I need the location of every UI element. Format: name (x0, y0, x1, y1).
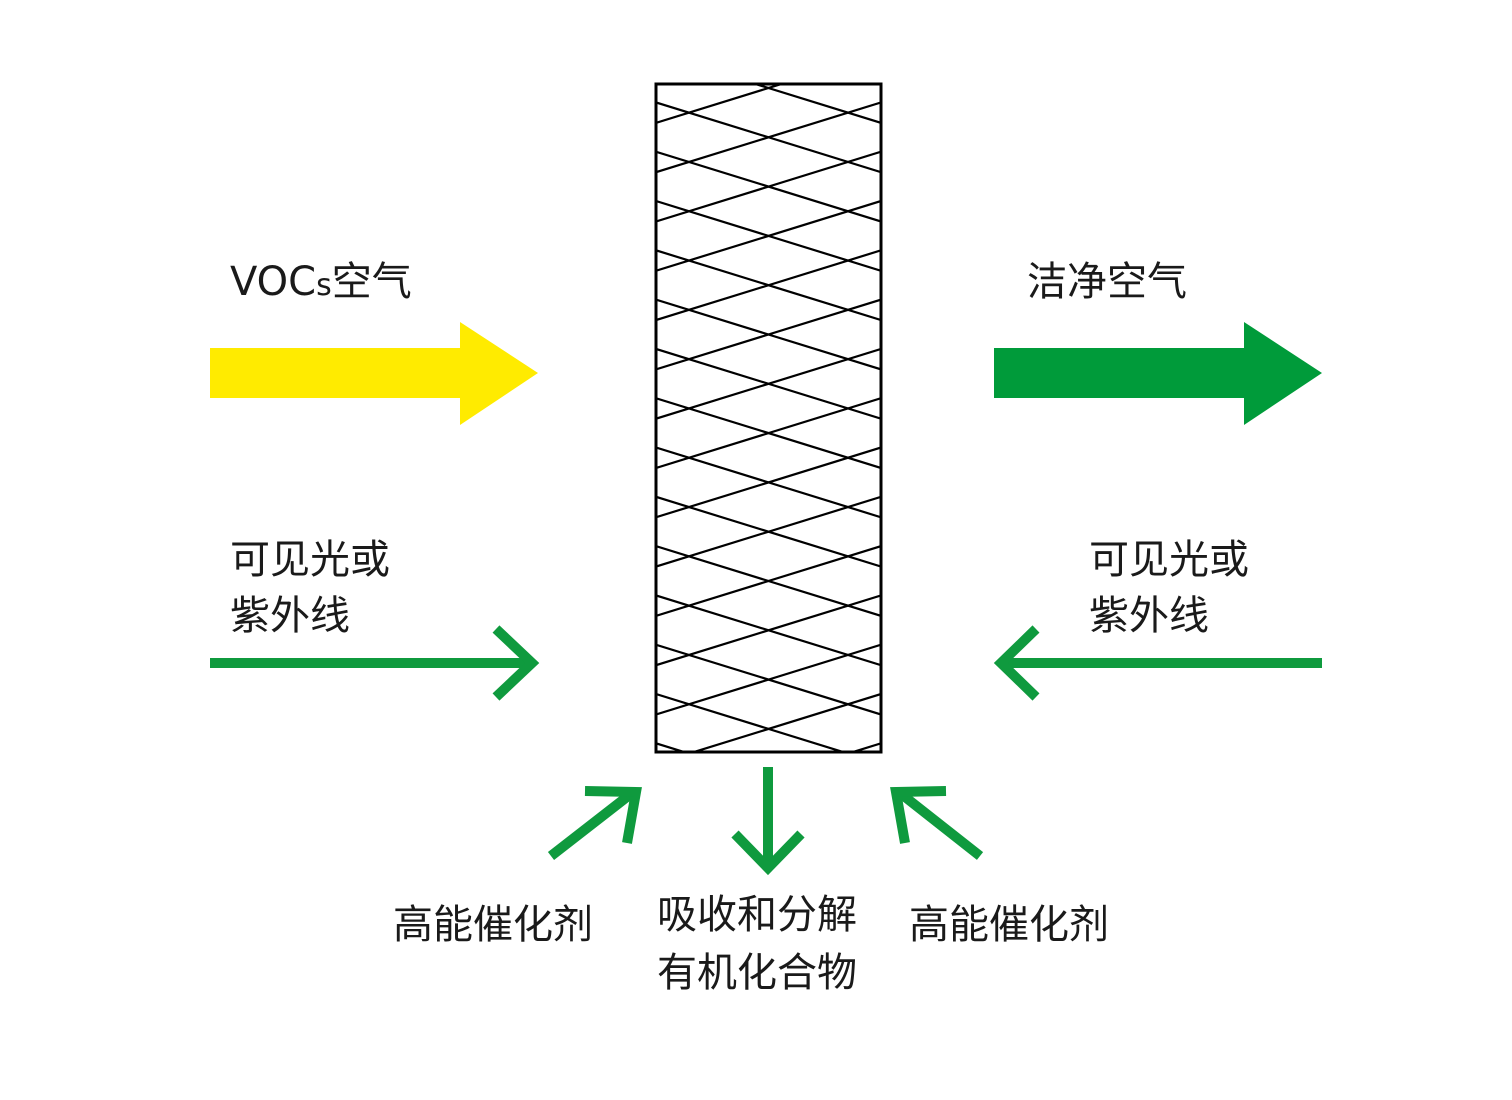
lattice-line (656, 545, 880, 618)
lattice-line (656, 594, 880, 667)
result-label-line2: 有机化合物 (657, 950, 857, 996)
voc-inflow-arrow-icon (210, 322, 538, 425)
lattice-line (656, 101, 880, 174)
result-label-line1: 吸收和分解 (657, 892, 857, 938)
catalyst-right-arrow-icon (890, 786, 984, 860)
lattice-line (616, 0, 921, 86)
lattice-line (656, 348, 880, 420)
light-left-label-line1: 可见光或 (230, 537, 390, 583)
lattice-line (656, 742, 685, 751)
voc-label-suffix: 空气 (331, 259, 412, 305)
catalyst-right-label: 高能催化剂 (909, 902, 1109, 948)
lattice-line (616, 0, 921, 86)
lattice-line (656, 495, 880, 568)
clean-air-label: 洁净空气 (1027, 259, 1187, 305)
lattice-line (656, 84, 786, 125)
catalyst-left-label: 高能催化剂 (393, 902, 593, 948)
voc-label-main: VOC (230, 259, 317, 305)
lattice-line (656, 446, 880, 519)
voc-label-sub: s (316, 268, 332, 303)
result-down-arrow-icon (731, 767, 805, 876)
lattice-line (616, 0, 921, 37)
light-right-arrow-icon (993, 625, 1322, 701)
lattice-line (656, 200, 880, 272)
clean-air-outflow-arrow-icon (994, 322, 1322, 425)
lattice-line (852, 742, 880, 751)
light-right-label-line2: 紫外线 (1089, 593, 1209, 639)
lattice-line (656, 249, 880, 322)
light-left-label-line2: 紫外线 (230, 593, 350, 639)
lattice-line (656, 150, 880, 223)
lattice-line (693, 693, 880, 751)
catalyst-left-arrow-icon (547, 786, 642, 860)
voc-air-label: VOCs空气 (230, 254, 412, 314)
filter-panel (616, 0, 921, 754)
lattice-line (656, 397, 880, 470)
lattice-line (616, 0, 921, 37)
lattice-line (656, 643, 880, 716)
light-right-label-line1: 可见光或 (1089, 537, 1249, 583)
lattice-line (656, 298, 880, 371)
light-left-arrow-icon (210, 625, 540, 701)
